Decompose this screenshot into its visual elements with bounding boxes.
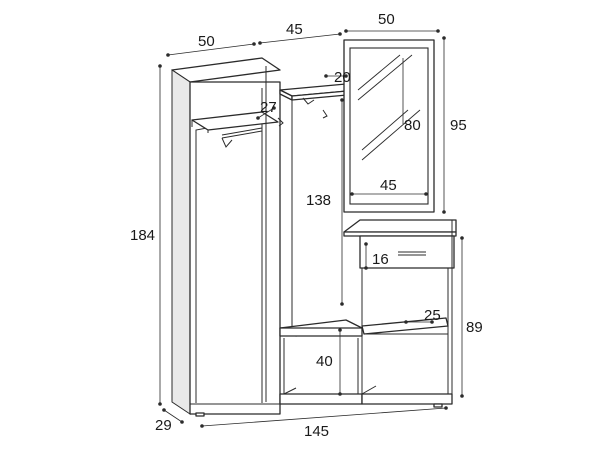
cabinet-bottom-board bbox=[361, 393, 453, 405]
left-top-surface bbox=[171, 57, 281, 83]
label-top-mid-width: 45 bbox=[286, 21, 303, 38]
hook-2 bbox=[277, 117, 284, 127]
label-top-right-width: 50 bbox=[378, 11, 395, 28]
left-wardrobe-column bbox=[171, 57, 281, 417]
left-foot bbox=[195, 412, 205, 417]
dimension-lines bbox=[158, 29, 464, 428]
label-mirror-width: 45 bbox=[380, 177, 397, 194]
label-depth: 29 bbox=[155, 417, 172, 434]
label-compartment-height: 40 bbox=[316, 353, 333, 370]
label-hanging-height: 138 bbox=[306, 192, 331, 209]
label-shelf-depth: 20 bbox=[334, 69, 351, 86]
middle-bottom-board bbox=[279, 393, 363, 405]
right-cabinet bbox=[343, 219, 457, 408]
label-total-width: 145 bbox=[304, 423, 329, 440]
label-top-left-width: 50 bbox=[198, 33, 215, 50]
label-total-height: 184 bbox=[130, 227, 155, 244]
label-hook-rail-depth: 27 bbox=[260, 99, 277, 116]
cabinet-top bbox=[343, 219, 457, 233]
mirror-glare-1 bbox=[357, 54, 401, 91]
left-front-frame bbox=[189, 81, 281, 415]
right-foot bbox=[433, 403, 443, 408]
label-mirror-height: 80 bbox=[404, 117, 421, 134]
left-side-panel bbox=[171, 69, 191, 415]
middle-hanging-section bbox=[277, 83, 363, 405]
hook-3 bbox=[322, 109, 328, 119]
hook-1 bbox=[302, 97, 315, 105]
label-mirror-panel-height: 95 bbox=[450, 117, 467, 134]
label-cabinet-height: 89 bbox=[466, 319, 483, 336]
left-upper-shelf bbox=[191, 111, 279, 131]
mirror-panel bbox=[343, 39, 435, 213]
dimension-labels: 50 45 50 20 27 80 95 45 184 138 16 25 89… bbox=[130, 11, 483, 440]
label-drawer-height: 16 bbox=[372, 251, 389, 268]
left-rail-hook bbox=[221, 137, 233, 148]
mirror-glare-2 bbox=[361, 109, 409, 151]
label-shelf-gap: 25 bbox=[424, 307, 441, 324]
